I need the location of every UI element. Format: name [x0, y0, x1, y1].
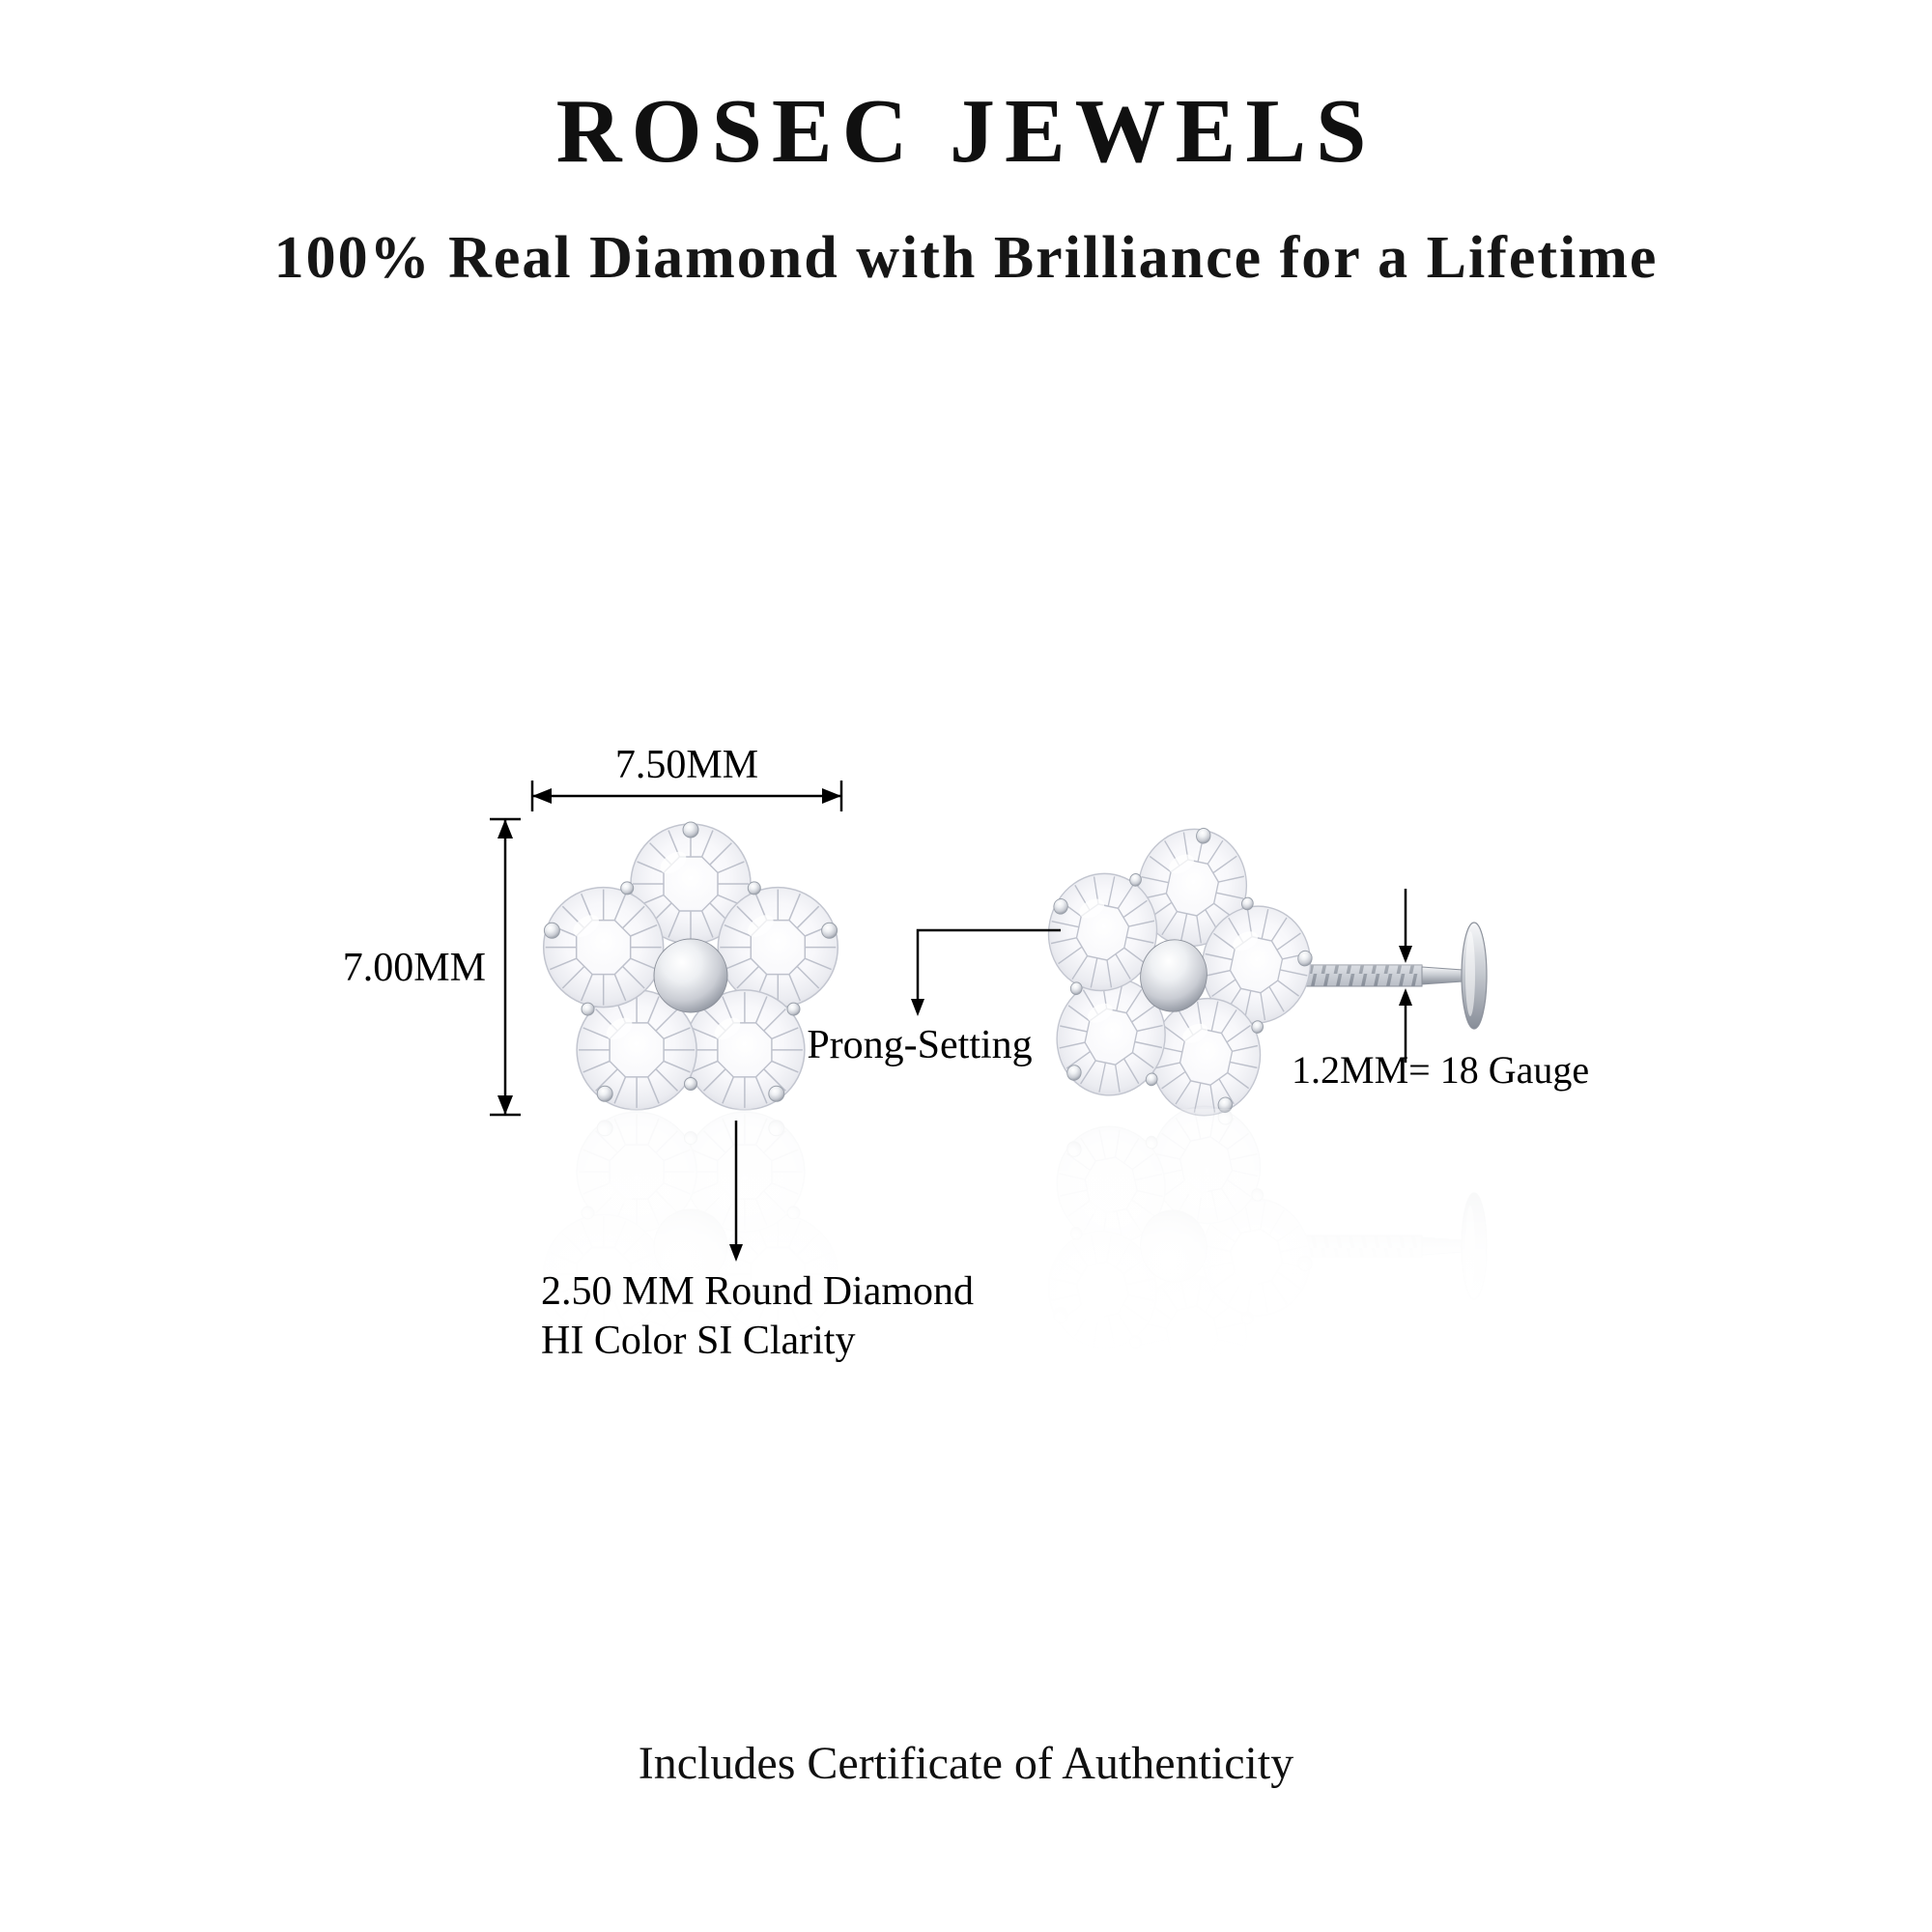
- gauge-thickness-arrows: [1399, 889, 1412, 1063]
- gauge-label: 1.2MM= 18 Gauge: [1292, 1048, 1590, 1092]
- stone-note-line1: 2.50 MM Round Diamond: [541, 1269, 975, 1314]
- width-dimension-arrow: [530, 781, 843, 811]
- stone-note-leader: [729, 1121, 743, 1262]
- stone-note: 2.50 MM Round Diamond HI Color SI Clarit…: [541, 1267, 974, 1366]
- earrings-illustration: [367, 781, 1642, 1372]
- certificate-note: Includes Certificate of Authenticity: [638, 1738, 1294, 1789]
- height-dimension-label: 7.00MM: [342, 946, 486, 990]
- prong-setting-label: Prong-Setting: [807, 1023, 1033, 1067]
- brand-tagline: 100% Real Diamond with Brilliance for a …: [273, 225, 1659, 291]
- brand-title: ROSEC JEWELS: [555, 81, 1377, 182]
- flower-stud-front-view: [544, 822, 838, 1110]
- height-dimension-arrow: [490, 817, 521, 1117]
- stone-note-line2: HI Color SI Clarity: [541, 1319, 856, 1364]
- width-dimension-label: 7.50MM: [614, 743, 759, 787]
- prong-setting-leader: [911, 928, 1061, 1016]
- flower-stud-side-view: [1017, 801, 1488, 1132]
